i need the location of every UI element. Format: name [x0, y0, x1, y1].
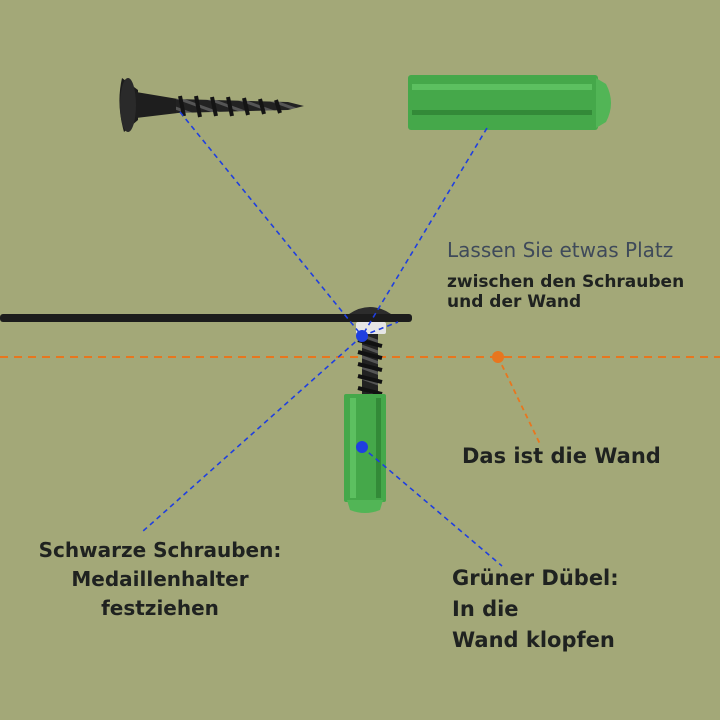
assembled-wall-plug-icon	[344, 394, 386, 513]
gap-label: Lassen Sie etwas Platz zwischen den Schr…	[447, 238, 684, 313]
plug-label-line-1: Grüner Dübel:	[452, 566, 619, 590]
plug-label-line-3: Wand klopfen	[452, 628, 615, 653]
screw-marker-dot	[356, 330, 368, 342]
pointer-plug-to-gap	[361, 127, 488, 337]
gap-label-title: Lassen Sie etwas Platz	[447, 238, 674, 262]
plug-label-line-2: In die	[452, 597, 519, 622]
screw-label: Schwarze Schrauben: Medaillenhalter fest…	[0, 538, 320, 625]
gap-label-line-2: und der Wand	[447, 292, 582, 313]
pointer-plug-to-plug-label	[361, 446, 503, 567]
pointer-screw-to-head	[179, 111, 363, 337]
pointer-head-to-gap-label	[361, 321, 399, 337]
plug-label: Grüner Dübel: In die Wand klopfen	[452, 566, 619, 660]
gap-label-line-1: zwischen den Schrauben	[447, 272, 685, 292]
wall-pointer	[492, 351, 541, 445]
pointer-lines	[141, 111, 503, 567]
screw-label-line-2: Medaillenhalter	[71, 567, 249, 591]
wall-pointer-line	[497, 356, 541, 445]
medal-holder-bar	[0, 314, 412, 322]
screw-icon	[119, 78, 304, 132]
plug-marker-dot	[356, 441, 368, 453]
wall-plug-icon	[408, 75, 611, 130]
screw-label-line-1: Schwarze Schrauben:	[38, 538, 282, 562]
screw-label-line-3: festziehen	[101, 596, 219, 620]
wall-label: Das ist die Wand	[462, 444, 661, 468]
pointer-head-to-screw-label	[141, 335, 363, 533]
assembled-screw-icon	[349, 307, 391, 402]
